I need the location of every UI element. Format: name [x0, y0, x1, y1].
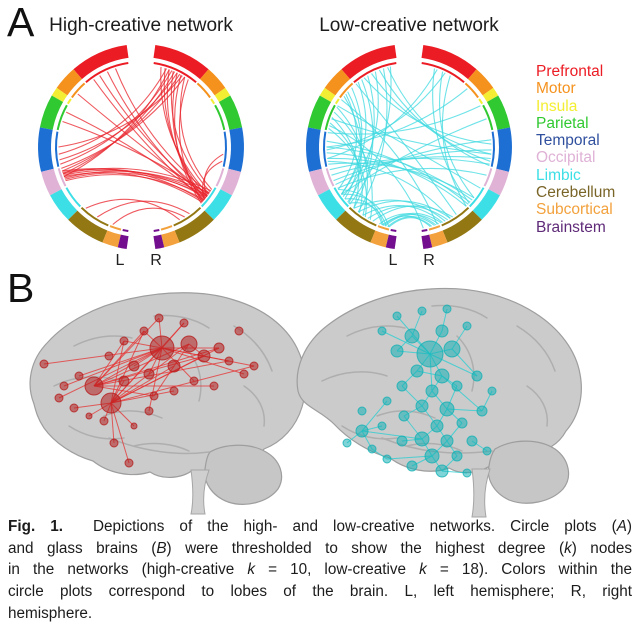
network-nodes-low: [342, 304, 497, 478]
connection-chords: [326, 66, 492, 229]
high-creative-title: High-creative network: [49, 15, 233, 36]
hemi-label-right-high: R: [150, 252, 162, 269]
caption-line: hemisphere.: [8, 604, 93, 622]
legend-item-parietal: Parietal: [536, 114, 589, 132]
hemi-label-right-low: R: [423, 252, 435, 269]
legend-item-occipital: Occipital: [536, 149, 596, 167]
glass-brain-high: [29, 292, 307, 515]
sulci-lines: [321, 304, 556, 454]
figure-caption: Fig. 1. Depictions of the high- and low-…: [8, 516, 632, 625]
circle-plot-low: [306, 44, 512, 250]
legend-item-brainstem: Brainstem: [536, 218, 606, 236]
caption-line: in the networks (high-creative k = 10, l…: [8, 561, 632, 579]
legend-item-motor: Motor: [536, 80, 576, 98]
caption-line: circle plots correspond to lobes of the …: [8, 583, 632, 601]
hemi-label-left-low: L: [388, 252, 398, 269]
legend-item-limbic: Limbic: [536, 166, 581, 184]
legend-item-insula: Insula: [536, 97, 578, 115]
legend-item-subcortical: Subcortical: [536, 201, 613, 219]
legend-item-temporal: Temporal: [536, 132, 600, 150]
circle-plot-high: [38, 44, 244, 250]
legend-item-prefrontal: Prefrontal: [536, 63, 604, 80]
caption-line: and glass brains (B) were thresholded to…: [8, 539, 632, 557]
hemi-label-left-high: L: [115, 252, 125, 269]
brain-silhouette: [29, 292, 307, 515]
glass-brain-low: [296, 287, 582, 518]
caption-line: Fig. 1. Depictions of the high- and low-…: [8, 518, 632, 535]
brain-silhouette: [296, 287, 582, 518]
connection-chords: [58, 66, 224, 225]
panel-b-letter: B: [7, 265, 35, 311]
low-creative-title: Low-creative network: [319, 15, 499, 36]
panel-a-letter: A: [7, 0, 35, 45]
network-nodes-high: [39, 313, 259, 468]
legend-item-cerebellum: Cerebellum: [536, 184, 616, 202]
